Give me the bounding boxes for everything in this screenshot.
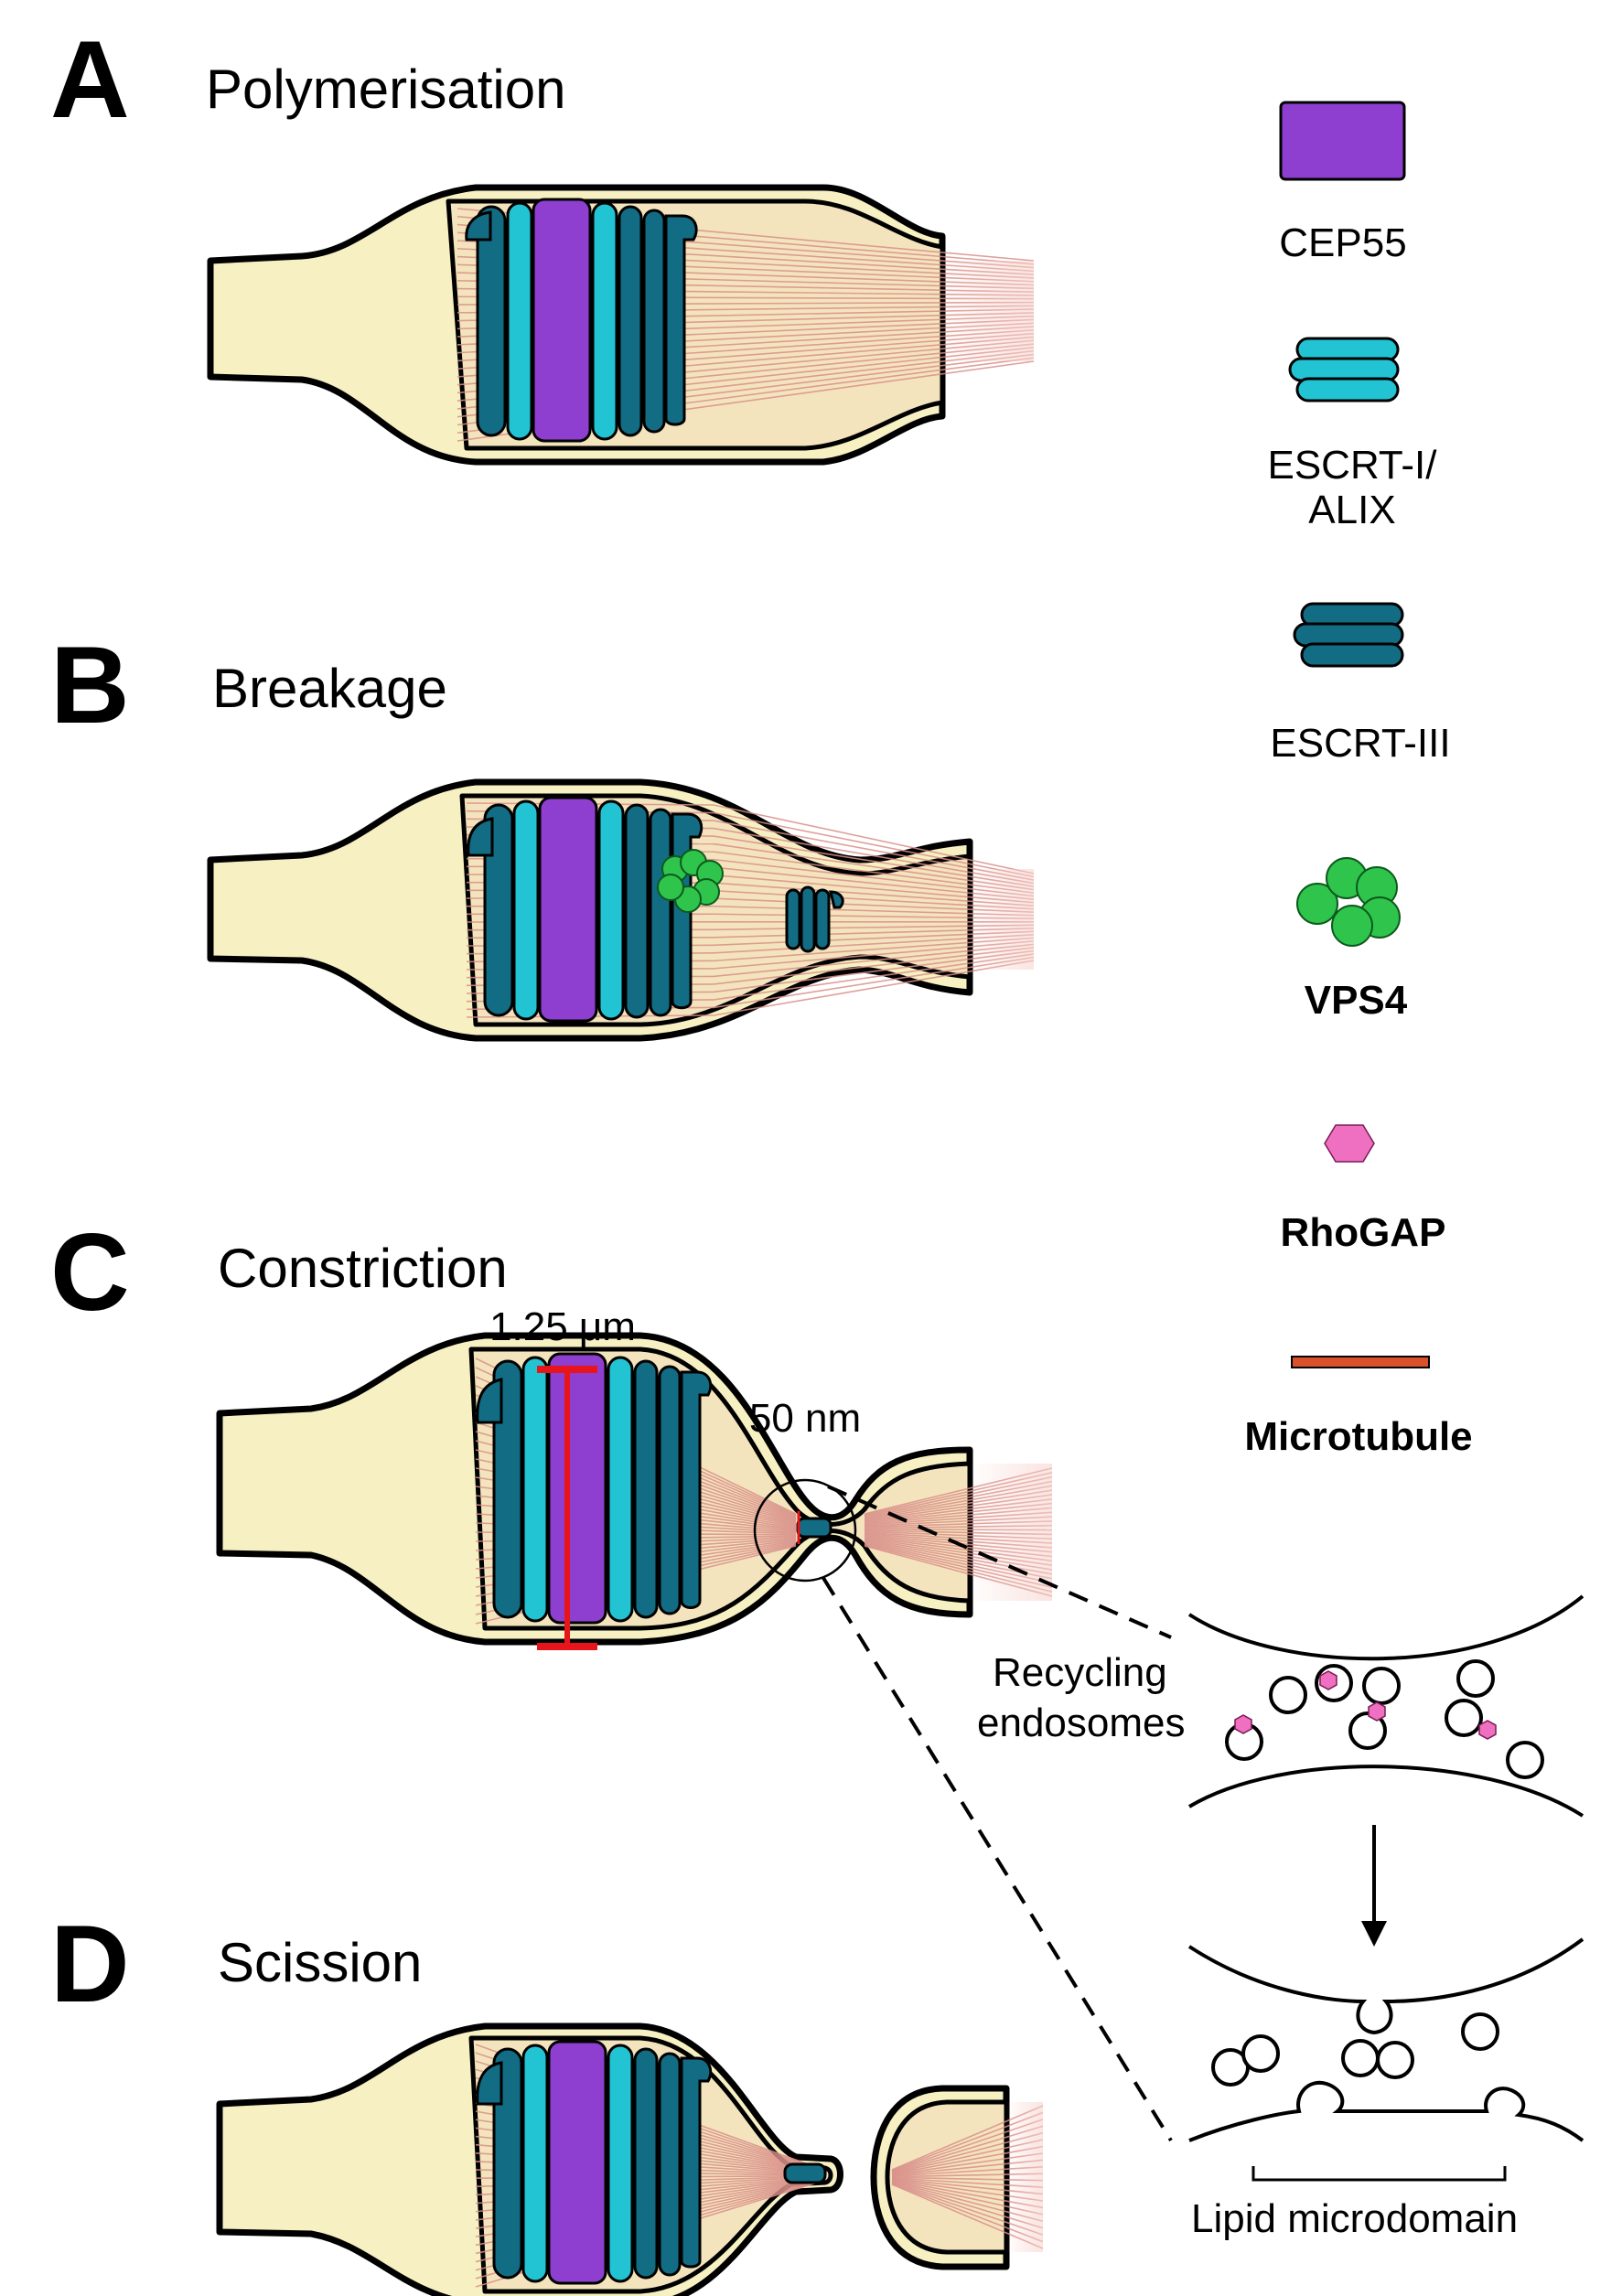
panel-b-header: B Breakage bbox=[50, 624, 447, 746]
panel-b-rings bbox=[467, 796, 704, 1023]
zoom-circle bbox=[753, 1478, 857, 1583]
legend-item-cep55: CEP55 bbox=[1279, 101, 1407, 265]
bridge-width-measure: 1.25 μm bbox=[489, 1304, 636, 1650]
legend-label-escrt-iii: ESCRT-III bbox=[1270, 721, 1450, 766]
panel-d-header: D Scission bbox=[50, 1903, 422, 2025]
rhogap-hexagon-icon bbox=[1324, 1124, 1375, 1163]
legend-item-escrt-iii: ESCRT-III bbox=[1270, 602, 1451, 766]
panel-b-microtubule-tails bbox=[970, 869, 1034, 970]
zoom-top-membrane-2 bbox=[1187, 1937, 1584, 2035]
panel-letter-d: D bbox=[50, 1903, 130, 2025]
legend-label-escrt-i-line1: ESCRT-I/ bbox=[1267, 443, 1437, 488]
panel-title-a: Polymerisation bbox=[206, 59, 566, 120]
zoom-bottom-membrane-1 bbox=[1187, 1765, 1584, 1818]
panel-title-b: Breakage bbox=[212, 658, 447, 719]
bridge-width-label: 1.25 μm bbox=[489, 1304, 636, 1349]
recycling-label-line1: Recycling bbox=[993, 1650, 1167, 1695]
lipid-bracket bbox=[1251, 2166, 1507, 2182]
constriction-width-measure: 50 nm bbox=[749, 1396, 861, 1544]
legend-label-vps4: VPS4 bbox=[1305, 978, 1408, 1023]
panel-a-bridge bbox=[207, 184, 1035, 466]
panel-c-header: C Constriction bbox=[50, 1211, 508, 1334]
recycling-label-line2: endosomes bbox=[977, 1701, 1185, 1745]
panel-a-rings bbox=[465, 198, 698, 443]
legend-label-escrt-i-line2: ALIX bbox=[1308, 488, 1395, 532]
panel-d-escrt-iii-stalk bbox=[783, 2162, 827, 2184]
zoom-line-upper bbox=[827, 1485, 1172, 1639]
vps4-cluster-icon bbox=[1296, 857, 1401, 947]
legend-item-escrt-i: ESCRT-I/ ALIX bbox=[1267, 337, 1437, 532]
panel-d-rings bbox=[476, 2040, 827, 2285]
panel-title-d: Scission bbox=[218, 1932, 422, 1993]
constriction-width-label: 50 nm bbox=[749, 1396, 861, 1441]
panel-c-bridge: 1.25 μm 50 nm bbox=[216, 1304, 1173, 2142]
cep55-icon bbox=[1279, 101, 1406, 181]
zoom-line-lower bbox=[822, 1576, 1173, 2142]
panel-c-escrt-iii-constriction bbox=[796, 1517, 832, 1539]
legend-item-vps4: VPS4 bbox=[1296, 857, 1408, 1023]
panel-letter-c: C bbox=[50, 1211, 130, 1334]
panel-a-microtubule-tails bbox=[942, 261, 1034, 361]
escrt-iii-coil-icon bbox=[1293, 602, 1404, 668]
panel-c-rings bbox=[476, 1352, 713, 1625]
legend-item-microtubule: Microtubule bbox=[1244, 1356, 1473, 1459]
zoom-inset: Recycling endosomes Lipid microdomain bbox=[977, 1594, 1584, 2241]
zoom-bottom-membrane-2 bbox=[1188, 2080, 1584, 2142]
panel-d-bridge bbox=[216, 2022, 1044, 2296]
microtubule-bar-icon bbox=[1291, 1356, 1430, 1368]
panel-b-bridge bbox=[207, 778, 1035, 1042]
legend-label-microtubule: Microtubule bbox=[1244, 1414, 1472, 1459]
rhogap-markers bbox=[1234, 1670, 1497, 1740]
legend: CEP55 ESCRT-I/ ALIX ESCRT-III bbox=[1244, 101, 1473, 1459]
zoom-top-membrane-1 bbox=[1187, 1594, 1584, 1661]
escrt-i-coil-icon bbox=[1288, 337, 1400, 402]
legend-label-cep55: CEP55 bbox=[1279, 220, 1406, 265]
panel-letter-a: A bbox=[50, 18, 130, 141]
panel-b-vps4-cluster bbox=[657, 849, 724, 913]
zoom-arrow-head bbox=[1361, 1921, 1387, 1947]
lipid-microdomain-label: Lipid microdomain bbox=[1191, 2196, 1518, 2241]
panel-title-c: Constriction bbox=[218, 1238, 508, 1299]
panel-letter-b: B bbox=[50, 624, 130, 746]
recycling-endosomes bbox=[1225, 1659, 1544, 1779]
scission-vesicles bbox=[1211, 2012, 1499, 2087]
panel-b-escrt-iii-small-coil bbox=[785, 885, 844, 953]
legend-label-rhogap: RhoGAP bbox=[1281, 1210, 1446, 1255]
panel-a-header: A Polymerisation bbox=[50, 18, 566, 141]
legend-item-rhogap: RhoGAP bbox=[1281, 1124, 1446, 1255]
panel-c-microtubule-tails bbox=[970, 1464, 1052, 1601]
